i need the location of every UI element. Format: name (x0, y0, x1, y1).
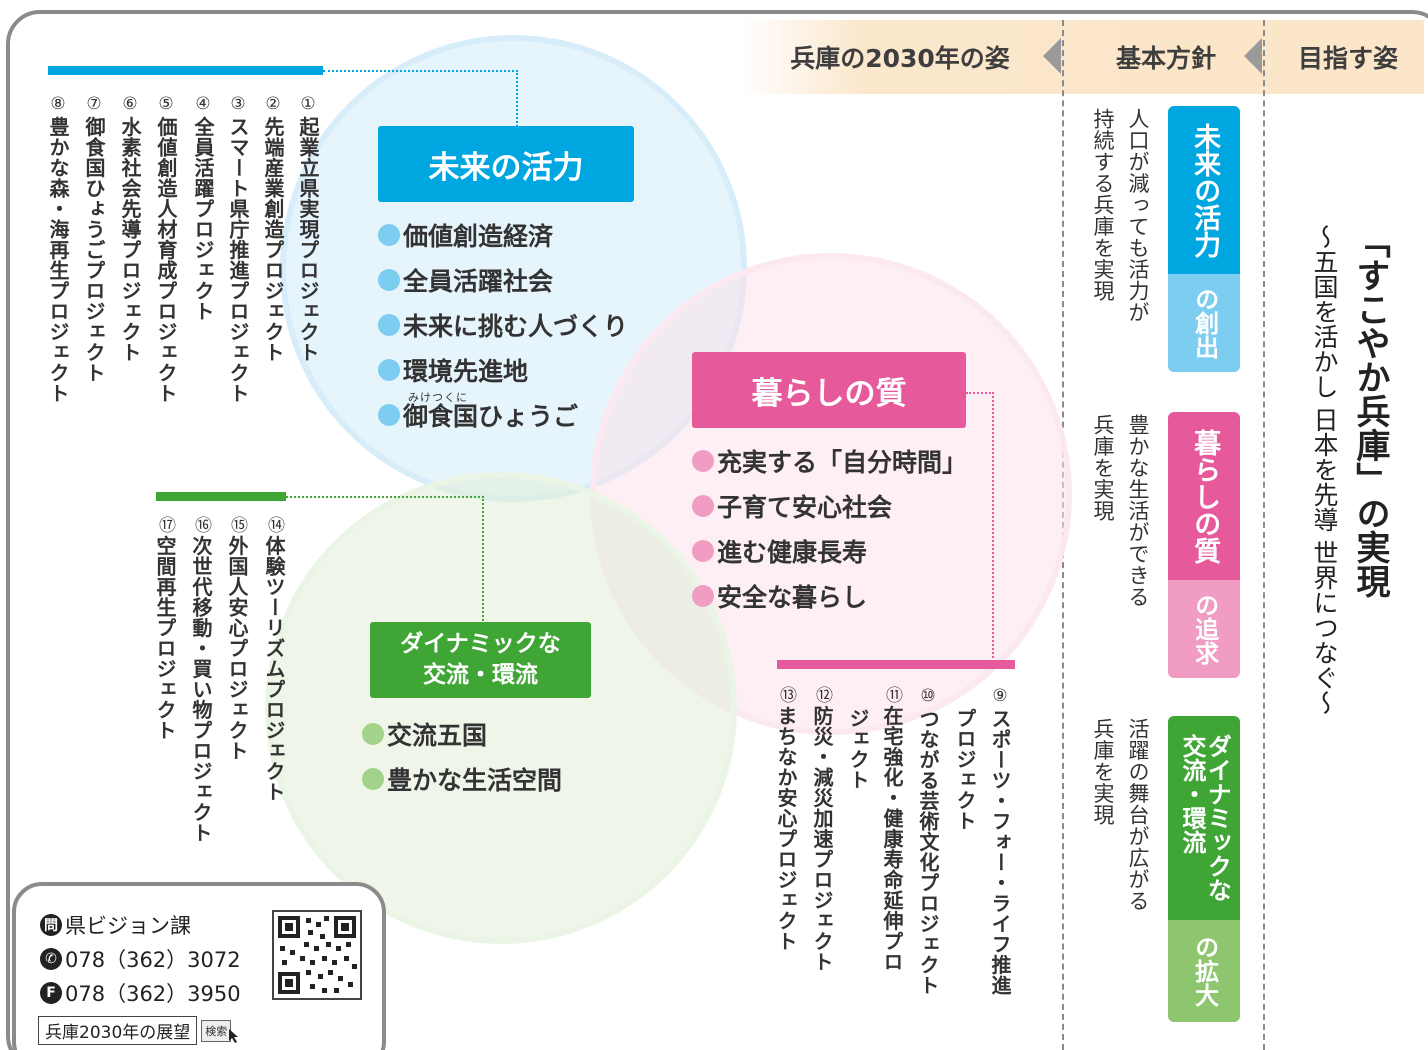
project-item: ⑮外国人安心プロジェクト (225, 516, 249, 761)
project-item: ⑭体験ツーリズムプロジェクト (262, 516, 286, 802)
contact-dept: 問 県ビジョン課 (40, 910, 191, 940)
category-quality-label: 暮らしの質 (692, 352, 966, 428)
project-item: ⑪在宅強化・健康寿命延伸プロ (880, 686, 904, 972)
contact-fax: F 078（362）3950 (40, 978, 241, 1008)
bullet-item: 全員活躍社会 (378, 257, 628, 302)
policy-top: 暮らしの質 (1168, 412, 1240, 580)
bullet-dot-icon (692, 449, 714, 472)
project-item: ⑧豊かな森・海再生プロジェクト (46, 94, 70, 404)
bullet-dot-icon (378, 313, 400, 336)
project-item: ⑥水素社会先導プロジェクト (118, 94, 142, 363)
inquiry-icon: 問 (40, 914, 62, 936)
category-exchange-line1: ダイナミックな (400, 630, 561, 657)
search-button[interactable]: 検索 (201, 1019, 232, 1042)
bullet-item: 未来に挑む人づくり (378, 302, 628, 347)
policy-desc: 人口が減っても活力が (1126, 108, 1150, 323)
exchange-bullets: 交流五国 豊かな生活空間 (362, 711, 562, 801)
policy-desc: 兵庫を実現 (1091, 414, 1115, 522)
policy-bottom: の創出 (1168, 274, 1240, 372)
bullet-dot-icon (692, 494, 714, 517)
project-item: ⑩つながる芸術文化プロジェクト (916, 686, 940, 996)
quality-connector (966, 392, 994, 662)
bullet-item: 充実する「自分時間」 (692, 438, 967, 483)
quality-project-bar (777, 660, 1015, 669)
policy-bottom: の拡大 (1168, 920, 1240, 1022)
project-item: ⑰空間再生プロジェクト (153, 516, 177, 741)
project-item: ⑫防災・減災加速プロジェクト (810, 686, 834, 972)
bullet-item: 環境先進地 (378, 347, 628, 392)
project-item: ⑨スポーツ・フォー・ライフ推進 (988, 686, 1012, 996)
policy-quality-pill: 暮らしの質 の追求 (1168, 412, 1240, 678)
vitality-project-bar (48, 66, 323, 75)
project-item: ③スマート県庁推進プロジェクト (226, 94, 250, 404)
bullet-dot-icon (378, 223, 400, 246)
policy-desc: 兵庫を実現 (1091, 718, 1115, 826)
policy-top: ダイナミックな 交流・環流 (1168, 716, 1240, 920)
policy-vitality-pill: 未来の活力 の創出 (1168, 106, 1240, 372)
header-goal: 目指す姿 (1297, 44, 1398, 73)
project-item: ②先端産業創造プロジェクト (261, 94, 285, 363)
quality-bullets: 充実する「自分時間」 子育て安心社会 進む健康長寿 安全な暮らし (692, 438, 967, 618)
bullet-item: 豊かな生活空間 (362, 756, 562, 801)
bullet-item: 御食国ひょうご (378, 392, 628, 437)
fax-icon: F (40, 982, 62, 1004)
project-item: ⑬まちなか安心プロジェクト (774, 686, 798, 952)
policy-desc: 活躍の舞台が広がる (1126, 718, 1150, 912)
bullet-dot-icon (692, 539, 714, 562)
header-arrow-left-icon (1244, 38, 1262, 74)
bullet-dot-icon (362, 722, 384, 745)
project-item: ⑤価値創造人材育成プロジェクト (154, 94, 178, 404)
bullet-dot-icon (378, 268, 400, 291)
header-vision-2030: 兵庫の2030年の姿 (790, 44, 1010, 73)
project-item-continued: プロジェクト (953, 708, 977, 831)
bullet-item: 進む健康長寿 (692, 528, 967, 573)
project-item: ④全員活躍プロジェクト (191, 94, 215, 322)
policy-top: 未来の活力 (1168, 106, 1240, 274)
outer-frame (6, 10, 1428, 1050)
vitality-bullets: 価値創造経済 全員活躍社会 未来に挑む人づくり 環境先進地 御食国ひょうご (378, 212, 628, 437)
header-band (740, 20, 1424, 94)
project-item: ⑦御食国ひょうごプロジェクト (82, 94, 106, 383)
project-item: ⑯次世代移動・買い物プロジェクト (189, 516, 213, 843)
search-bar: 兵庫2030年の展望 検索 (38, 1016, 242, 1045)
exchange-project-bar (156, 492, 286, 501)
contact-box: 問 県ビジョン課 ✆ 078（362）3072 F 078（362）3950 (12, 882, 386, 1050)
goal-subtitle: ～五国を活かし 日本を先導 世界につなぐ～ (1310, 224, 1339, 715)
category-vitality-label: 未来の活力 (378, 126, 634, 202)
search-keyword[interactable]: 兵庫2030年の展望 (38, 1016, 198, 1045)
project-item-continued: ジェクト (846, 708, 870, 790)
bullet-dot-icon (692, 584, 714, 607)
cursor-arrow-icon (229, 1028, 239, 1043)
bullet-dot-icon (362, 767, 384, 790)
goal-title: 「すこやか兵庫」の実現 (1350, 224, 1390, 598)
project-item: ①起業立県実現プロジェクト (296, 94, 320, 363)
ruby-mikketsukuni: みけつくに (408, 391, 468, 404)
bullet-item: 価値創造経済 (378, 212, 628, 257)
category-exchange-label: ダイナミックな 交流・環流 (370, 622, 591, 698)
category-exchange-line2: 交流・環流 (423, 662, 538, 688)
policy-desc: 持続する兵庫を実現 (1091, 108, 1115, 302)
bullet-item: 安全な暮らし (692, 573, 967, 618)
exchange-connector (286, 496, 484, 624)
qr-code-icon[interactable] (272, 910, 362, 1000)
bullet-item: 交流五国 (362, 711, 562, 756)
policy-exchange-pill: ダイナミックな 交流・環流 の拡大 (1168, 716, 1240, 1022)
bullet-dot-icon (378, 403, 400, 426)
column-divider (1263, 20, 1265, 1050)
header-basic-policy: 基本方針 (1115, 44, 1216, 73)
header-arrow-left-icon (1043, 38, 1061, 74)
exchange-circle (265, 472, 737, 944)
vitality-connector (323, 70, 518, 127)
contact-tel: ✆ 078（362）3072 (40, 944, 241, 974)
phone-icon: ✆ (40, 948, 62, 970)
policy-desc: 豊かな生活ができる (1126, 414, 1150, 608)
bullet-dot-icon (378, 358, 400, 381)
bullet-item: 子育て安心社会 (692, 483, 967, 528)
policy-bottom: の追求 (1168, 580, 1240, 678)
